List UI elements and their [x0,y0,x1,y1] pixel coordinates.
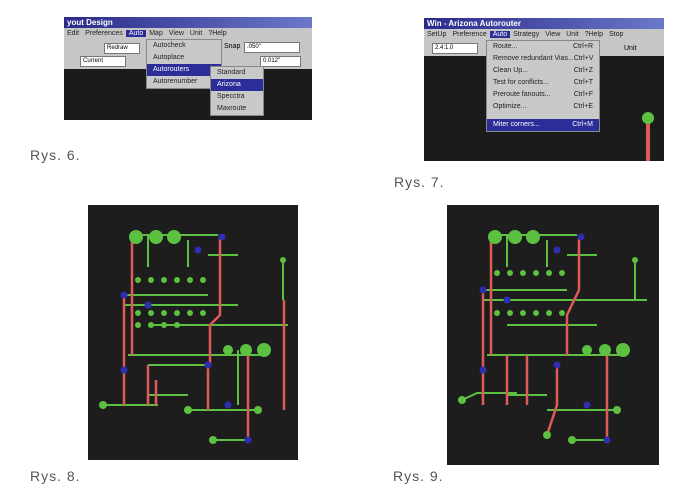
redraw-button[interactable]: Redraw [104,43,140,54]
caption-fig8: Rys. 8. [30,468,81,484]
menu-unit[interactable]: Unit [189,30,203,37]
caption-fig9: Rys. 9. [393,468,444,484]
autorouters-submenu: Standard Arizona Specctra Maxroute [210,66,264,116]
vias [120,233,252,444]
red-traces [481,235,609,440]
red-traces [122,235,286,440]
menu-item-arizona[interactable]: Arizona [211,79,263,91]
menu-item-autorenumber[interactable]: Autorenumber [153,78,198,85]
menu-strategy[interactable]: Strategy [513,31,540,38]
menu-preference[interactable]: Preference [452,31,487,38]
fig9-pcb-layout [447,205,659,465]
menu-item-specctra[interactable]: Specctra [217,93,245,100]
menu-map[interactable]: Map [149,30,163,37]
menu-view[interactable]: View [168,30,184,37]
menu-item-autorouters[interactable]: Autorouters [147,64,221,76]
menu-item-maxroute[interactable]: Maxroute [217,105,247,112]
caption-fig6: Rys. 6. [30,147,81,163]
zoom-select[interactable]: 2.4:1.0 [432,43,478,54]
menu-item-miter-corners[interactable]: Miter corners...Ctrl+M [487,119,599,131]
menu-item-standard[interactable]: Standard [217,69,246,76]
menu-item-preroute-fanouts[interactable]: Preroute fanouts...Ctrl+F [493,91,593,98]
menu-item-autoplace[interactable]: Autoplace [153,54,185,61]
trace [646,116,650,161]
menu-help[interactable]: ?Help [584,31,603,38]
menu-edit[interactable]: Edit [67,30,80,37]
menu-item-route[interactable]: Route...Ctrl+R [493,43,593,50]
menu-setup[interactable]: SetUp [427,31,447,38]
menu-stop[interactable]: Stop [609,31,624,38]
menu-auto[interactable]: Auto [125,30,147,37]
pad [642,112,654,124]
menu-auto[interactable]: Auto [489,31,511,38]
layer-select[interactable]: Current [80,56,126,67]
window-title: Win - Arizona Autorouter [424,18,664,29]
pads [99,230,286,444]
auto-menu: Autocheck Autoplace Autorouters Autorenu… [146,39,222,89]
menu-item-remove-vias[interactable]: Remove redundant Vias...Ctrl+V [493,55,594,62]
menu-item-clean-up[interactable]: Clean Up...Ctrl+Z [493,67,593,74]
snap-select[interactable]: .050" [244,42,300,53]
fig8-pcb-layout [88,205,298,460]
window-title: yout Design [64,17,312,28]
menu-item-test-conflicts[interactable]: Test for conflicts...Ctrl+T [493,79,593,86]
auto-menu: Route...Ctrl+R Remove redundant Vias...C… [486,40,600,132]
unit-label: Unit [624,45,637,52]
menu-unit[interactable]: Unit [566,31,579,38]
menu-item-optimize[interactable]: Optimize...Ctrl+E [493,103,593,110]
pads [458,230,638,444]
vias [479,233,611,444]
menu-view[interactable]: View [545,31,561,38]
snap-label: Snap [224,43,241,50]
fig7-screenshot: Win - Arizona Autorouter SetUp Preference… [424,18,664,161]
menu-help[interactable]: ?Help [208,30,227,37]
menu-preferences[interactable]: Preferences [85,30,123,37]
caption-fig7: Rys. 7. [394,174,445,190]
width-field[interactable]: 0.012" [260,56,301,67]
menu-item-autocheck[interactable]: Autocheck [153,42,186,49]
